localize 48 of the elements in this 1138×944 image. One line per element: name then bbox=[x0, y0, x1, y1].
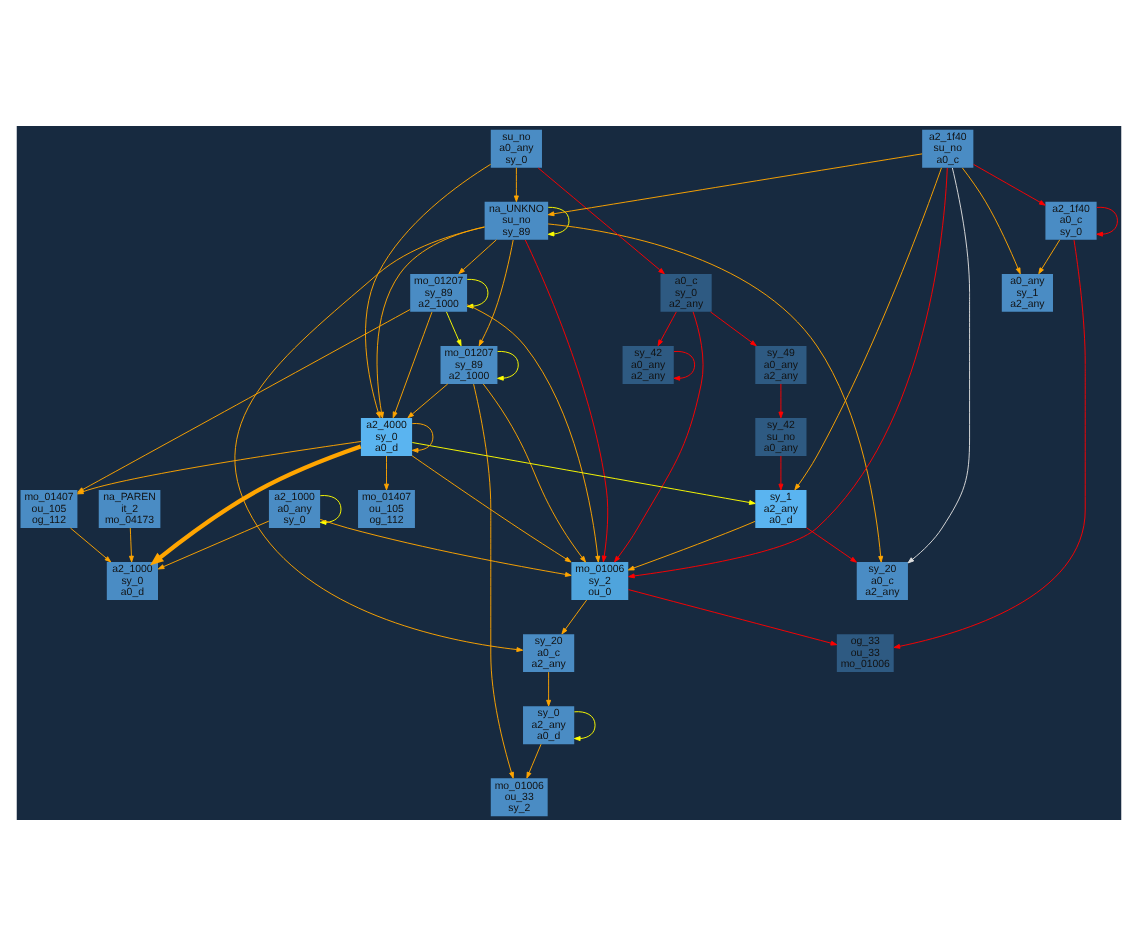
arrow bbox=[778, 454, 784, 490]
arrow bbox=[407, 382, 449, 418]
arrow bbox=[657, 310, 677, 346]
arrow bbox=[778, 382, 784, 418]
arrow bbox=[365, 162, 492, 418]
arrow bbox=[458, 238, 497, 274]
arrow bbox=[628, 588, 838, 645]
arrow bbox=[513, 166, 519, 202]
arrow bbox=[445, 310, 462, 346]
arrow bbox=[497, 349, 519, 380]
arrow bbox=[376, 225, 485, 418]
arrow bbox=[473, 382, 514, 778]
arrow bbox=[411, 454, 572, 562]
arrow bbox=[547, 152, 923, 216]
arrow bbox=[526, 742, 542, 778]
arrow bbox=[319, 517, 572, 576]
arrow bbox=[547, 205, 570, 236]
arrow bbox=[482, 382, 586, 562]
arrow bbox=[973, 162, 1046, 205]
arrow bbox=[573, 710, 596, 741]
arrow bbox=[794, 166, 942, 490]
arrow bbox=[628, 166, 948, 578]
arrow bbox=[547, 222, 884, 562]
arrow bbox=[710, 310, 757, 346]
arrow bbox=[478, 238, 514, 346]
arrow bbox=[411, 441, 756, 504]
arrow bbox=[524, 238, 609, 562]
arrow bbox=[907, 166, 971, 563]
arrow bbox=[561, 598, 588, 634]
arrow bbox=[70, 526, 112, 562]
arrow bbox=[1096, 205, 1118, 236]
arrow bbox=[157, 519, 270, 569]
arrow bbox=[806, 526, 857, 562]
arrow bbox=[961, 166, 1021, 274]
arrow bbox=[384, 454, 389, 490]
arrow bbox=[673, 349, 696, 380]
arrow bbox=[150, 443, 362, 565]
arrow bbox=[537, 166, 665, 274]
arrow bbox=[614, 310, 704, 562]
arrow bbox=[546, 670, 552, 706]
arrow bbox=[234, 225, 524, 651]
arrow bbox=[411, 422, 434, 452]
arrow bbox=[128, 526, 134, 562]
arrow bbox=[319, 494, 342, 524]
arrow bbox=[893, 238, 1086, 648]
arrow bbox=[1038, 238, 1061, 274]
arrow bbox=[627, 519, 756, 570]
arrow bbox=[392, 310, 433, 418]
